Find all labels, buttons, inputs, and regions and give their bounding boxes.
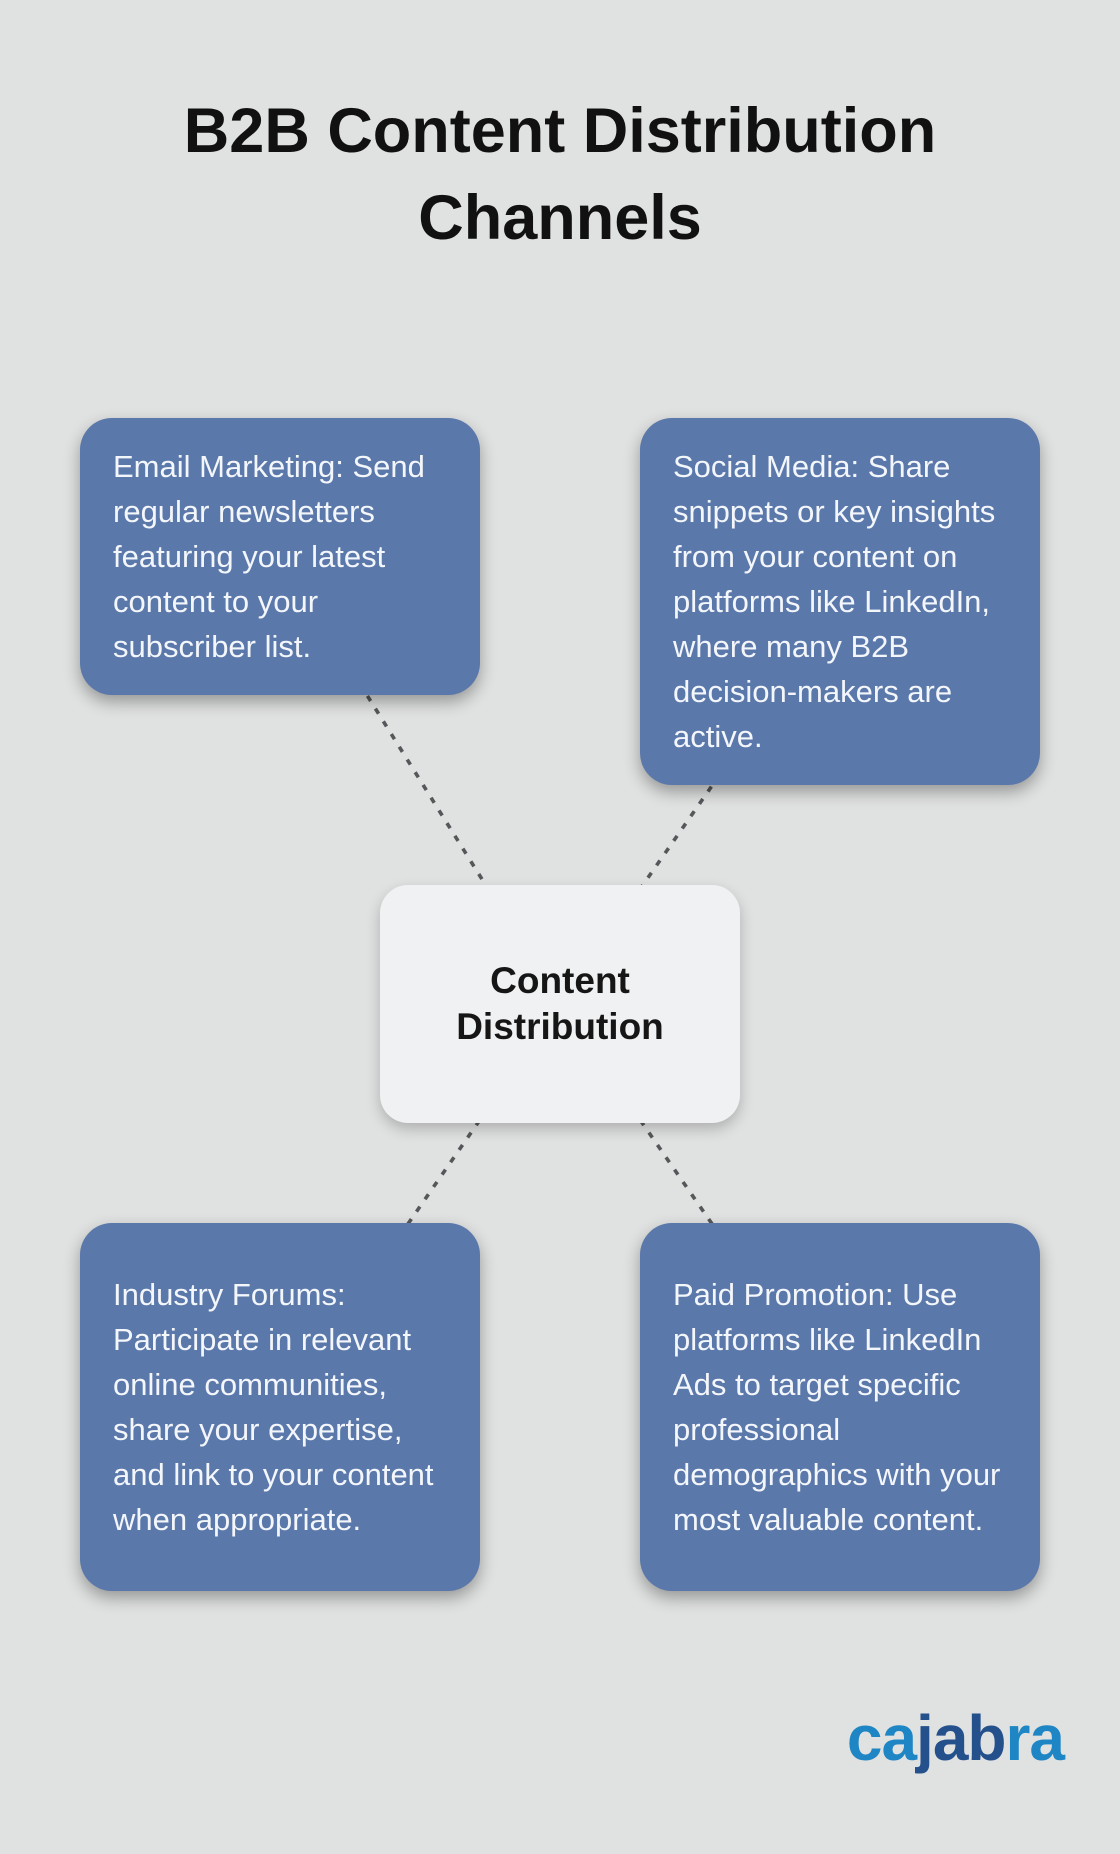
cajabra-logo-part3: ra [1005,1702,1065,1774]
cajabra-logo-part2: jab [916,1702,1006,1774]
node-email-marketing: Email Marketing: Send regular newsletter… [80,418,480,695]
node-paid-promotion: Paid Promotion: Use platforms like Linke… [640,1223,1040,1591]
node-industry-forums: Industry Forums: Participate in relevant… [80,1223,480,1591]
page-title: B2B Content Distribution Channels [183,96,937,253]
node-industry-forums-text: Industry Forums: Participate in relevant… [113,1277,434,1537]
cajabra-logo-part1: ca [846,1702,917,1774]
node-social-media: Social Media: Share snippets or key insi… [640,418,1040,785]
cajabra-logo: cajabra [847,1706,1065,1770]
node-paid-promotion-text: Paid Promotion: Use platforms like Linke… [673,1277,1001,1537]
node-content-distribution: Content Distribution [380,885,740,1123]
node-email-marketing-text: Email Marketing: Send regular newsletter… [113,449,425,664]
node-social-media-text: Social Media: Share snippets or key insi… [673,449,996,754]
node-content-distribution-label: Content Distribution [456,960,664,1047]
